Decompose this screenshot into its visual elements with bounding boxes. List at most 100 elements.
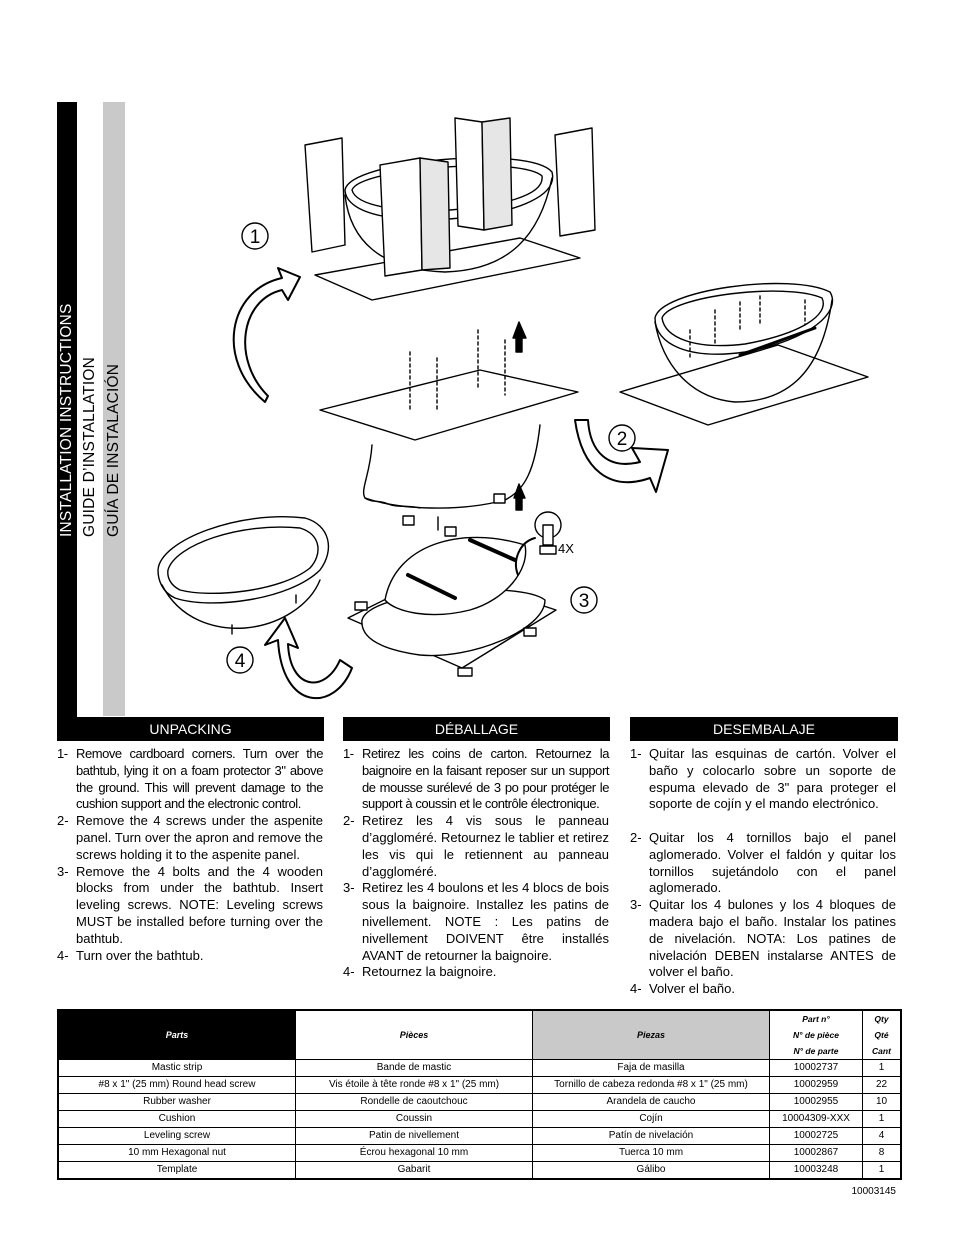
step-item: 2-Retirez les 4 vis sous le panneau d’ag…: [343, 813, 609, 880]
step-number: 1-: [57, 746, 68, 761]
section-header-spanish: DESEMBALAJE: [630, 717, 898, 741]
cell-part-number: 10002959: [769, 1076, 863, 1094]
document-number: 10003145: [851, 1186, 897, 1197]
title-band-gray: [103, 102, 125, 716]
cell-part-number: 10002867: [769, 1144, 863, 1162]
step-text: Turn over the bathtub.: [76, 947, 204, 963]
step-text: Remove the 4 screws under the aspenite p…: [76, 813, 323, 862]
step-text: Quitar los 4 bulones y los 4 bloques de …: [649, 897, 896, 980]
header-quantity-en: Qty: [874, 1014, 889, 1024]
cell-part-spanish: Cojín: [532, 1110, 770, 1128]
header-quantity-fr: Qté: [874, 1030, 889, 1040]
header-part-number-en: Part n°: [802, 1014, 830, 1024]
cell-quantity: 4: [862, 1127, 902, 1145]
cell-part-spanish: Faja de masilla: [532, 1059, 770, 1077]
header-parts-french: Pièces: [295, 1009, 533, 1060]
curved-arrow-4: [264, 617, 353, 700]
step-marker-1: [241, 222, 269, 250]
table-row: Mastic strip Bande de mastic Faja de mas…: [57, 1059, 902, 1077]
step-number: 3-: [343, 880, 355, 896]
step-number: 2-: [630, 829, 642, 845]
step-item: 3-Retirez les 4 boulons et les 4 blocs d…: [343, 880, 609, 964]
cell-part-french: Gabarit: [295, 1161, 533, 1180]
cell-part-english: Mastic strip: [57, 1059, 296, 1077]
steps-french: 1-Retirez les coins de carton. Retournez…: [343, 746, 609, 981]
curved-arrow-1: [232, 267, 301, 403]
cell-part-english: Cushion: [57, 1110, 296, 1128]
step-spacer: [630, 813, 896, 830]
cell-part-french: Rondelle de caoutchouc: [295, 1093, 533, 1111]
packaged-tub-drawing: [304, 117, 596, 301]
cell-quantity: 1: [862, 1161, 902, 1180]
cell-part-number: 10003248: [769, 1161, 863, 1180]
header-part-number: Part n° N° de pièce N° de parte: [769, 1009, 863, 1060]
curved-arrow-2: [574, 419, 669, 493]
table-row: Leveling screw Patin de nivellement Patí…: [57, 1127, 902, 1145]
cell-quantity: 1: [862, 1059, 902, 1077]
cell-quantity: 10: [862, 1093, 902, 1111]
step-text: Retournez la baignoire.: [362, 964, 497, 980]
step-number: 3-: [630, 897, 642, 913]
cell-part-spanish: Tornillo de cabeza redonda #8 x 1" (25 m…: [532, 1076, 770, 1094]
section-header-french: DÉBALLAGE: [343, 717, 610, 741]
cell-part-french: Bande de mastic: [295, 1059, 533, 1077]
header-quantity-es: Cant: [872, 1046, 891, 1056]
step-item: 4- Retournez la baignoire.: [343, 964, 609, 981]
step-marker-4: [226, 646, 254, 674]
steps-english: 1-Remove cardboard corners. Turn over th…: [57, 746, 323, 964]
cell-part-french: Vis étoile à tête ronde #8 x 1" (25 mm): [295, 1076, 533, 1094]
step-item: 1-Remove cardboard corners. Turn over th…: [57, 746, 323, 813]
table-row: 10 mm Hexagonal nut Écrou hexagonal 10 m…: [57, 1144, 902, 1162]
cell-part-english: #8 x 1" (25 mm) Round head screw: [57, 1076, 296, 1094]
cell-part-english: 10 mm Hexagonal nut: [57, 1144, 296, 1162]
table-row: Template Gabarit Gálibo 10003248 1: [57, 1161, 902, 1180]
step-number: 4-: [57, 947, 69, 963]
parts-table: Parts Pièces Piezas Part n° N° de pièce …: [57, 1009, 902, 1180]
header-quantity: Qty Qté Cant: [862, 1009, 902, 1060]
inverted-tub-drawing: [619, 282, 869, 426]
exploded-tub-drawing: [319, 321, 579, 537]
quantity-callout: 4X: [558, 541, 574, 556]
cell-part-spanish: Patín de nivelación: [532, 1127, 770, 1145]
section-header-english: UNPACKING: [57, 717, 324, 741]
cell-part-french: Coussin: [295, 1110, 533, 1128]
unpacking-illustration: 1 2: [157, 117, 869, 700]
table-row: Rubber washer Rondelle de caoutchouc Ara…: [57, 1093, 902, 1111]
cell-part-number: 10002725: [769, 1127, 863, 1145]
cell-part-spanish: Arandela de caucho: [532, 1093, 770, 1111]
step-item: 3-Remove the 4 bolts and the 4 wooden bl…: [57, 864, 323, 948]
step-marker-1-label: 1: [250, 227, 261, 248]
cell-part-english: Rubber washer: [57, 1093, 296, 1111]
step-number: 4-: [630, 981, 642, 997]
title-english: INSTALLATION INSTRUCTIONS: [58, 303, 75, 537]
step-item: 2- Quitar los 4 tornillos bajo el panel a…: [630, 830, 896, 897]
header-parts-spanish: Piezas: [532, 1009, 770, 1060]
step-item: 4- Turn over the bathtub.: [57, 948, 323, 965]
step-item: 1-Quitar las esquinas de cartón. Volver …: [630, 746, 896, 813]
step-text: Quitar las esquinas de cartón. Volver el…: [649, 746, 896, 812]
table-row: #8 x 1" (25 mm) Round head screw Vis éto…: [57, 1076, 902, 1094]
title-spanish: GUÍA DE INSTALACIÓN: [105, 363, 122, 537]
header-parts-english: Parts: [57, 1009, 296, 1060]
table-row: Cushion Coussin Cojín 10004309-XXX 1: [57, 1110, 902, 1128]
step-number: 1-: [343, 746, 354, 761]
step-item: 3- Quitar los 4 bulones y los 4 bloques d…: [630, 897, 896, 981]
step-marker-3: [570, 586, 598, 614]
cell-part-number: 10002737: [769, 1059, 863, 1077]
title-band-black: [57, 102, 77, 738]
step-text: Retirez les 4 vis sous le panneau d’aggl…: [362, 813, 609, 879]
cell-part-french: Écrou hexagonal 10 mm: [295, 1144, 533, 1162]
cell-part-spanish: Tuerca 10 mm: [532, 1144, 770, 1162]
step-text: Quitar los 4 tornillos bajo el panel agl…: [649, 829, 896, 896]
step-marker-2: [608, 424, 636, 452]
steps-spanish: 1-Quitar las esquinas de cartón. Volver …: [630, 746, 896, 998]
step-marker-4-label: 4: [235, 651, 246, 672]
step-number: 3-: [57, 863, 69, 879]
cell-part-english: Leveling screw: [57, 1127, 296, 1145]
cell-quantity: 8: [862, 1144, 902, 1162]
cell-part-english: Template: [57, 1161, 296, 1180]
leveling-screw-install-drawing: [347, 511, 562, 677]
cell-part-number: 10004309-XXX: [769, 1110, 863, 1128]
step-number: 4-: [343, 964, 355, 980]
step-item: 4-Volver el baño.: [630, 981, 896, 998]
